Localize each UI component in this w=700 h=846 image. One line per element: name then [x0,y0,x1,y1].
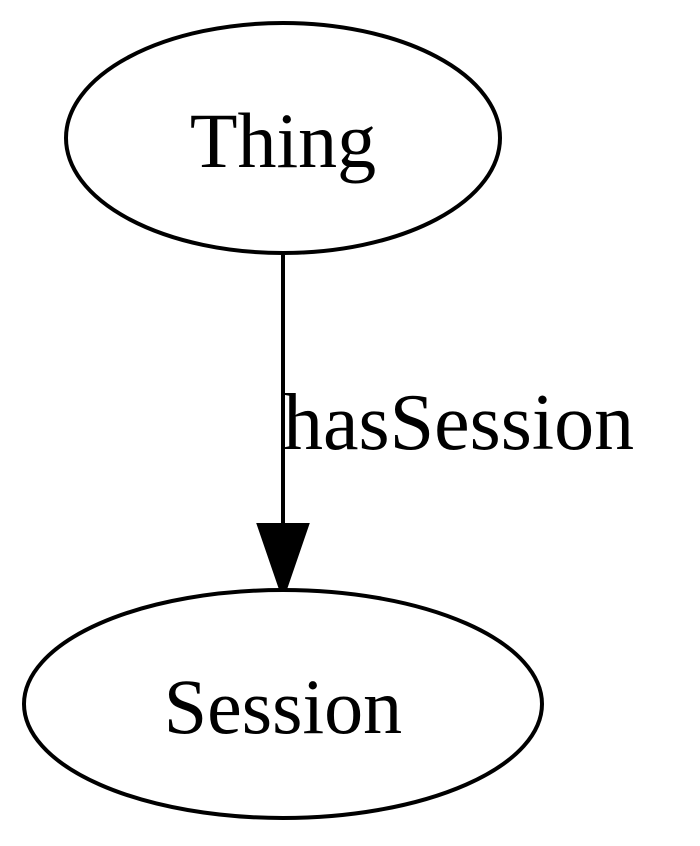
node-thing-label: Thing [190,97,376,184]
arrowhead-icon [256,523,310,602]
node-session-label: Session [164,663,402,750]
node-session[interactable]: Session [22,588,544,820]
node-thing-shape [64,21,502,255]
node-thing[interactable]: Thing [64,21,502,255]
node-session-shape [22,588,544,820]
edge-has-session[interactable]: hasSession [256,255,634,602]
edge-has-session-label: hasSession [283,379,634,467]
